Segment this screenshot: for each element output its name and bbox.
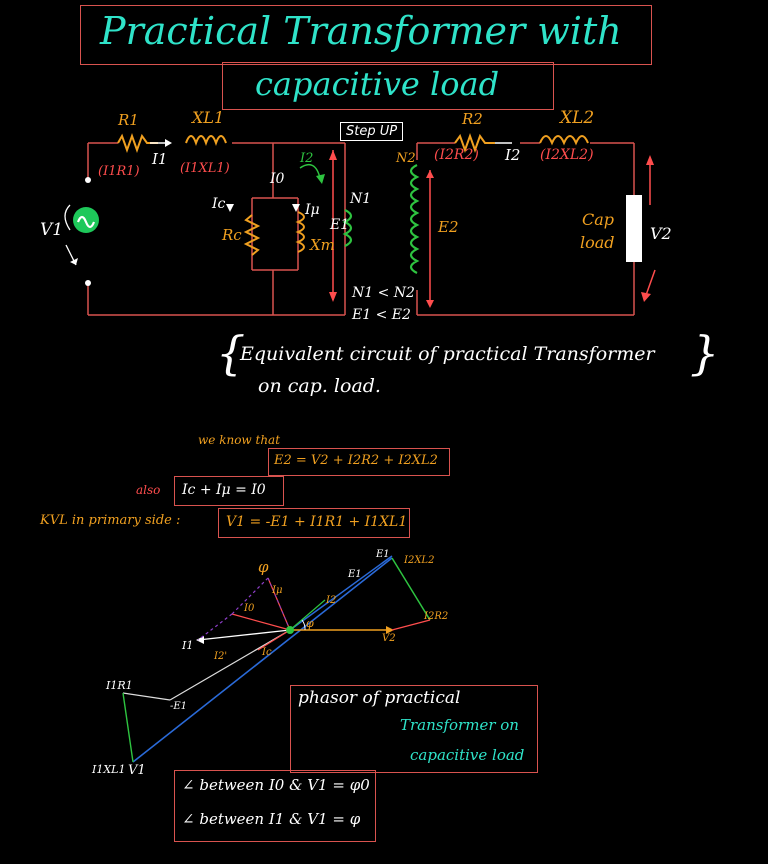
label-i2r2: (I2R2)	[434, 147, 479, 163]
phasor-label-i1: I1	[182, 639, 194, 652]
title-line-1: Practical Transformer with	[100, 9, 622, 53]
secondary-coil-icon	[409, 164, 420, 274]
label-e-relation: E1 < E2	[352, 307, 411, 323]
eq2-box	[174, 476, 284, 506]
phasor-label-e1-prime: E1	[376, 549, 390, 560]
eq-kvl: KVL in primary side :	[40, 513, 181, 528]
eq3-text: V1 = -E1 + I1R1 + I1XL1	[226, 514, 408, 530]
caption-line-1: Equivalent circuit of practical Transfor…	[240, 343, 655, 365]
eq3-box	[218, 508, 410, 538]
label-xl2: XL2	[560, 108, 595, 128]
label-i1xl1: (I1XL1)	[180, 161, 230, 176]
label-r2: R2	[462, 110, 483, 128]
label-v2: V2	[650, 224, 672, 243]
caption-line-2: on cap. load.	[258, 375, 381, 397]
label-v1: V1	[40, 220, 64, 240]
phasor-label-phi: φ	[306, 617, 314, 630]
r1-resistor-icon	[117, 133, 158, 153]
phasor-label-i2xl2: I2XL2	[404, 555, 435, 566]
label-i0: I0	[270, 171, 285, 187]
phasor-label-iu: Iμ	[272, 585, 283, 596]
label-xm: Xm	[310, 236, 335, 254]
phasor-label-i1xl1: I1XL1	[92, 763, 126, 776]
phasor-label-i2p: I2'	[214, 651, 228, 662]
label-cap-load-2: load	[580, 233, 615, 252]
phasor-label-ic: Ic	[262, 647, 272, 658]
label-i1: I1	[152, 150, 168, 168]
label-ic: Ic	[212, 196, 226, 212]
eq2-text: Ic + Iμ = I0	[182, 482, 266, 498]
phasor-label-i2r2: I2R2	[424, 611, 449, 622]
label-i2: I2	[505, 146, 521, 164]
primary-coil-icon	[342, 209, 353, 247]
phasor-note-box	[290, 685, 538, 773]
phasor-label-v2: V2	[382, 633, 396, 644]
caption-brace-right: }	[690, 326, 720, 380]
phasor-label-e1: E1	[348, 569, 362, 580]
label-n2: N2	[396, 151, 416, 166]
angle-line-1: ∠ between I0 & V1 = φ0	[182, 776, 370, 794]
eq1-text: E2 = V2 + I2R2 + I2XL2	[274, 453, 438, 468]
eq1-box	[268, 448, 450, 476]
phasor-label-i0: I0	[244, 603, 255, 614]
phasor-label-minus-e1: -E1	[170, 701, 188, 712]
r2-resistor-icon	[454, 133, 495, 153]
xl1-inductor-icon	[185, 135, 227, 146]
xm-inductor-icon	[295, 211, 305, 253]
xl2-inductor-icon	[539, 135, 589, 146]
phasor-note-line-1: phasor of practical	[298, 688, 461, 708]
phasor-note-line-3: capacitive load	[410, 746, 525, 764]
phasor-i1	[197, 629, 291, 641]
label-iu: Iμ	[305, 202, 320, 218]
eq-also: also	[136, 483, 161, 497]
title-box-2	[222, 62, 554, 110]
label-e2: E2	[438, 218, 459, 236]
eq-we-know: we know that	[198, 433, 281, 447]
capacitive-load-block	[626, 195, 642, 262]
label-r1: R1	[118, 111, 139, 129]
label-e1: E1	[330, 217, 350, 233]
label-rc: Rc	[222, 226, 242, 244]
title-line-2: capacitive load	[255, 65, 500, 103]
label-i2xl2: (I2XL2)	[540, 147, 594, 163]
label-cap-load-1: Cap	[582, 210, 615, 229]
label-n-relation: N1 < N2	[352, 285, 415, 301]
angle-box	[174, 770, 376, 842]
label-i2-loop: I2	[300, 151, 314, 166]
label-n1: N1	[350, 191, 372, 207]
phasor-label-v1: V1	[128, 763, 146, 778]
label-step-up: Step UP	[340, 122, 404, 141]
phasor-label-phi-top: φ	[258, 558, 269, 576]
caption-brace-left: {	[216, 326, 246, 380]
phasor-label-i2: I2	[326, 595, 337, 606]
title-box-1	[80, 5, 652, 65]
label-i1r1: (I1R1)	[98, 164, 140, 179]
phasor-v1	[132, 557, 393, 763]
angle-line-2: ∠ between I1 & V1 = φ	[182, 810, 361, 828]
label-xl1: XL1	[192, 108, 225, 127]
phasor-label-i1r1: I1R1	[106, 679, 133, 692]
rc-resistor-icon	[243, 214, 261, 256]
phasor-note-line-2: Transformer on	[400, 716, 519, 734]
